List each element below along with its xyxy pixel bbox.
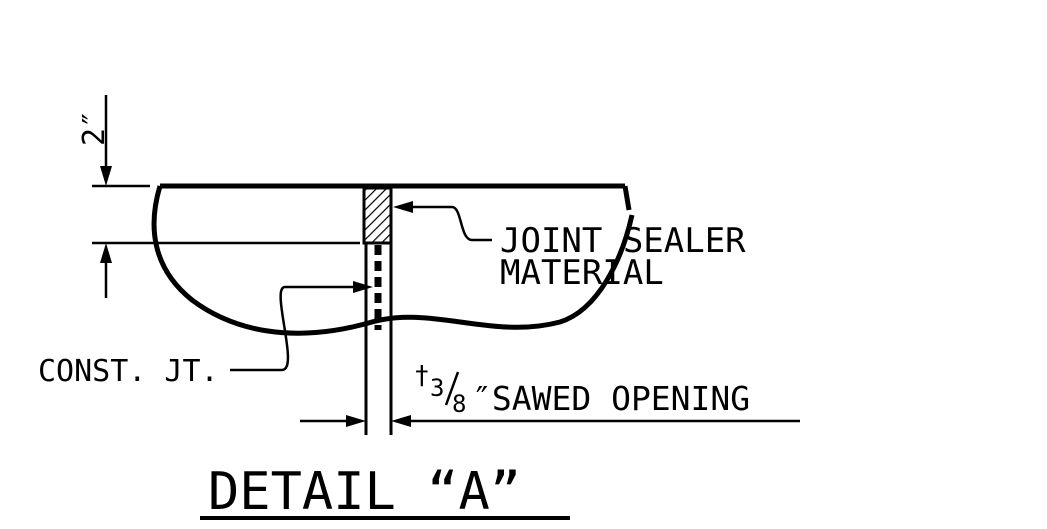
fraction-numerator: 3 (430, 374, 444, 402)
sawed-arrow-right (391, 415, 411, 427)
dimension-depth-label: 2″ (77, 110, 112, 146)
fraction-slash (444, 371, 460, 406)
joint-sealer-label-line1: JOINT SEALER (500, 221, 746, 261)
fraction-denominator: 8 (452, 390, 466, 418)
dim-arrow-down (100, 166, 112, 186)
slab-outline (151, 185, 635, 336)
sawed-opening-label: ″SAWED OPENING (472, 379, 750, 418)
detail-title: DETAIL “A” (208, 462, 521, 522)
joint-sealer-block (362, 186, 393, 245)
dim-arrow-up (100, 243, 112, 263)
slab-right-edge (622, 185, 632, 211)
sealer-leader (413, 205, 492, 242)
sawed-arrow-left (346, 415, 366, 427)
const-jt-label: CONST. JT. (38, 354, 219, 389)
sealer-leader-arrow (393, 201, 413, 213)
const-jt-leader (230, 285, 353, 372)
joint-sealer-label-line2: MATERIAL (500, 253, 664, 293)
const-jt-leader-arrow (353, 281, 373, 293)
dagger-mark: † (414, 361, 430, 391)
